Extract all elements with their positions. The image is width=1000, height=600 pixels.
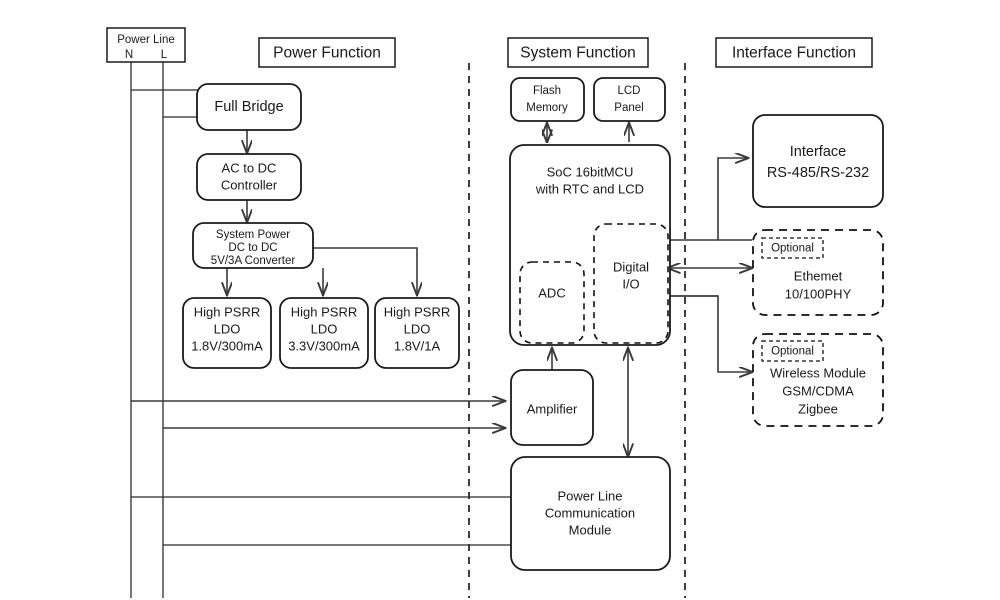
block-interface-rs-line1: Interface	[790, 144, 846, 160]
block-plc-line2: Communication	[545, 505, 635, 520]
block-soc-line1: SoC 16bitMCU	[547, 164, 634, 179]
block-plc-module[interactable]	[510, 456, 671, 571]
block-ethernet-line2: 10/100PHY	[785, 286, 852, 301]
block-ethernet-optional-tag: Optional	[771, 243, 814, 255]
block-ldo-2[interactable]	[279, 297, 369, 369]
block-ac-to-dc-line1: AC to DC	[222, 160, 277, 175]
section-label-power-box	[258, 37, 396, 68]
block-flash-memory-line2: Memory	[526, 102, 568, 114]
block-wireless-optional-tag-box	[761, 340, 824, 362]
block-digital-io[interactable]	[593, 223, 669, 344]
power-line-title: Power Line	[117, 34, 175, 46]
block-flash-memory[interactable]	[510, 77, 585, 122]
block-wireless-line1: Wireless Module	[770, 365, 866, 380]
block-ldo-1-line1: High PSRR	[194, 304, 260, 319]
block-amplifier-label: Amplifier	[527, 401, 578, 416]
block-wireless-optional-tag: Optional	[771, 346, 814, 358]
section-label-system: System Function	[520, 45, 635, 62]
block-flash-memory-line1: Flash	[533, 85, 561, 97]
block-soc-line2: with RTC and LCD	[535, 181, 644, 196]
block-ldo-3-line3: 1.8V/1A	[394, 338, 441, 353]
block-ldo-2-line2: LDO	[311, 321, 338, 336]
block-lcd-panel-line2: Panel	[614, 102, 643, 114]
block-ethernet-line1: Ethemet	[794, 268, 843, 283]
block-ethernet-optional-tag-box	[761, 237, 824, 259]
wire-dio-to-wireless	[668, 295, 752, 372]
block-system-power-line1: System Power	[216, 229, 290, 241]
block-amplifier[interactable]	[510, 369, 594, 446]
block-digital-io-line2: I/O	[622, 276, 639, 291]
block-full-bridge-label: Full Bridge	[214, 99, 283, 115]
section-label-interface: Interface Function	[732, 45, 856, 62]
block-system-power-line3: 5V/3A Converter	[211, 255, 296, 267]
block-plc-line1: Power Line	[557, 488, 622, 503]
block-system-power-line2: DC to DC	[228, 242, 277, 254]
section-label-interface-box	[715, 37, 873, 68]
block-ac-to-dc-line2: Controller	[221, 177, 278, 192]
section-label-power: Power Function	[273, 45, 381, 62]
block-adc-label: ADC	[538, 285, 565, 300]
block-interface-rs[interactable]	[752, 114, 884, 208]
block-full-bridge[interactable]	[196, 83, 302, 131]
block-digital-io-line1: Digital	[613, 259, 649, 274]
section-label-system-box	[507, 37, 649, 68]
block-system-power[interactable]	[192, 222, 314, 269]
power-line-box	[106, 27, 186, 63]
block-ldo-2-line3: 3.3V/300mA	[288, 338, 360, 353]
block-ldo-1-line2: LDO	[214, 321, 241, 336]
block-ldo-3-line2: LDO	[404, 321, 431, 336]
block-lcd-panel[interactable]	[593, 77, 666, 122]
block-ac-to-dc[interactable]	[196, 153, 302, 201]
block-plc-line3: Module	[569, 522, 612, 537]
block-ldo-3[interactable]	[374, 297, 460, 369]
block-ldo-1-line3: 1.8V/300mA	[191, 338, 263, 353]
block-interface-rs-line2: RS-485/RS-232	[767, 165, 869, 181]
wire-syspower-to-ldo3	[313, 247, 417, 295]
block-adc[interactable]	[519, 261, 585, 344]
power-line-live-label: L	[161, 49, 168, 61]
block-ldo-1[interactable]	[182, 297, 272, 369]
block-ldo-3-line1: High PSRR	[384, 304, 450, 319]
wire-dio-to-interface-rs	[668, 158, 748, 241]
block-soc[interactable]	[509, 144, 671, 346]
block-ldo-2-line1: High PSRR	[291, 304, 357, 319]
block-wireless-line2: GSM/CDMA	[782, 383, 854, 398]
power-line-neutral-label: N	[125, 49, 133, 61]
block-wireless-line3: Zigbee	[798, 401, 838, 416]
block-lcd-panel-line1: LCD	[617, 85, 640, 97]
